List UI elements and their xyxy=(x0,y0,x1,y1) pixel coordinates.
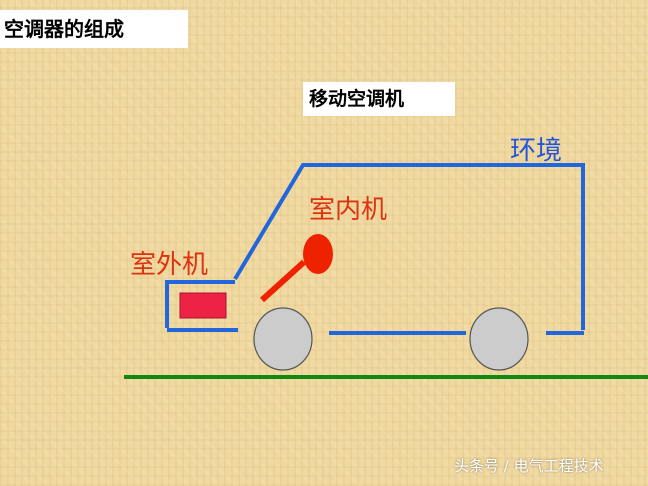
outdoor-cab-outline xyxy=(165,280,235,328)
watermark: 头条号 / 电气工程技术 xyxy=(454,457,604,475)
diagram-subtitle: 移动空调机 xyxy=(303,82,455,116)
indoor-unit-label: 室内机 xyxy=(309,195,388,225)
indoor-unit-ball xyxy=(303,234,333,274)
outdoor-unit xyxy=(179,292,227,319)
front-wheel xyxy=(253,307,313,371)
environment-label: 环境 xyxy=(510,136,563,166)
vehicle-body-outline xyxy=(233,163,585,330)
outdoor-unit-label: 室外机 xyxy=(130,250,209,280)
rear-wheel xyxy=(469,307,529,371)
indoor-unit-stick xyxy=(259,259,307,303)
page-title: 空调器的组成 xyxy=(0,10,188,48)
